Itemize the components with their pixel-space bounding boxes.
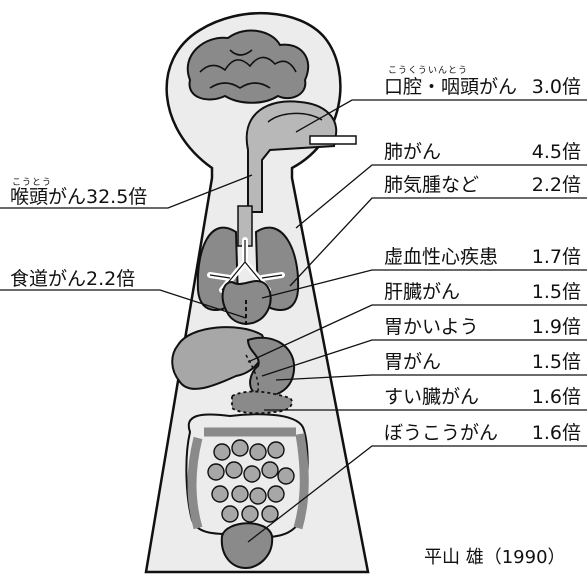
- emphysema-label: 肺気腫など: [384, 174, 479, 196]
- ischemic-heart-disease-label: 虚血性心疾患: [384, 246, 498, 268]
- lung-cancer-value: 4.5倍: [532, 141, 581, 163]
- ischemic-heart-disease-value: 1.7倍: [532, 246, 581, 268]
- oral-pharyngeal-cancer-label: 口腔・咽頭がん: [384, 76, 517, 98]
- oral-ruby: こうくう: [388, 66, 428, 76]
- stomach-ulcer-label: 胃かいよう: [384, 316, 479, 338]
- bladder-cancer-label: ぼうこうがん: [384, 422, 498, 444]
- lung-cancer-label: 肺がん: [384, 141, 441, 163]
- stomach-ulcer-value: 1.9倍: [532, 316, 581, 338]
- liver-cancer-value: 1.5倍: [532, 281, 581, 303]
- bladder-cancer-value: 1.6倍: [532, 422, 581, 444]
- intestines: [186, 414, 307, 537]
- liver-cancer-label: 肝臓がん: [384, 281, 460, 303]
- pancreatic-cancer-label: すい臓がん: [384, 386, 479, 408]
- stomach-cancer-label: 胃がん: [384, 351, 441, 373]
- esophageal-cancer-label: 食道がん2.2倍: [10, 268, 135, 290]
- larynx-cancer-label: 喉頭がん32.5倍: [10, 186, 147, 208]
- stomach-cancer-value: 1.5倍: [532, 351, 581, 373]
- oral-pharyngeal-cancer-value: 3.0倍: [532, 76, 581, 98]
- pharynx-ruby: いんとう: [428, 66, 468, 76]
- source-citation: 平山 雄（1990）: [424, 547, 566, 569]
- pancreatic-cancer-value: 1.6倍: [532, 386, 581, 408]
- emphysema-value: 2.2倍: [532, 174, 581, 196]
